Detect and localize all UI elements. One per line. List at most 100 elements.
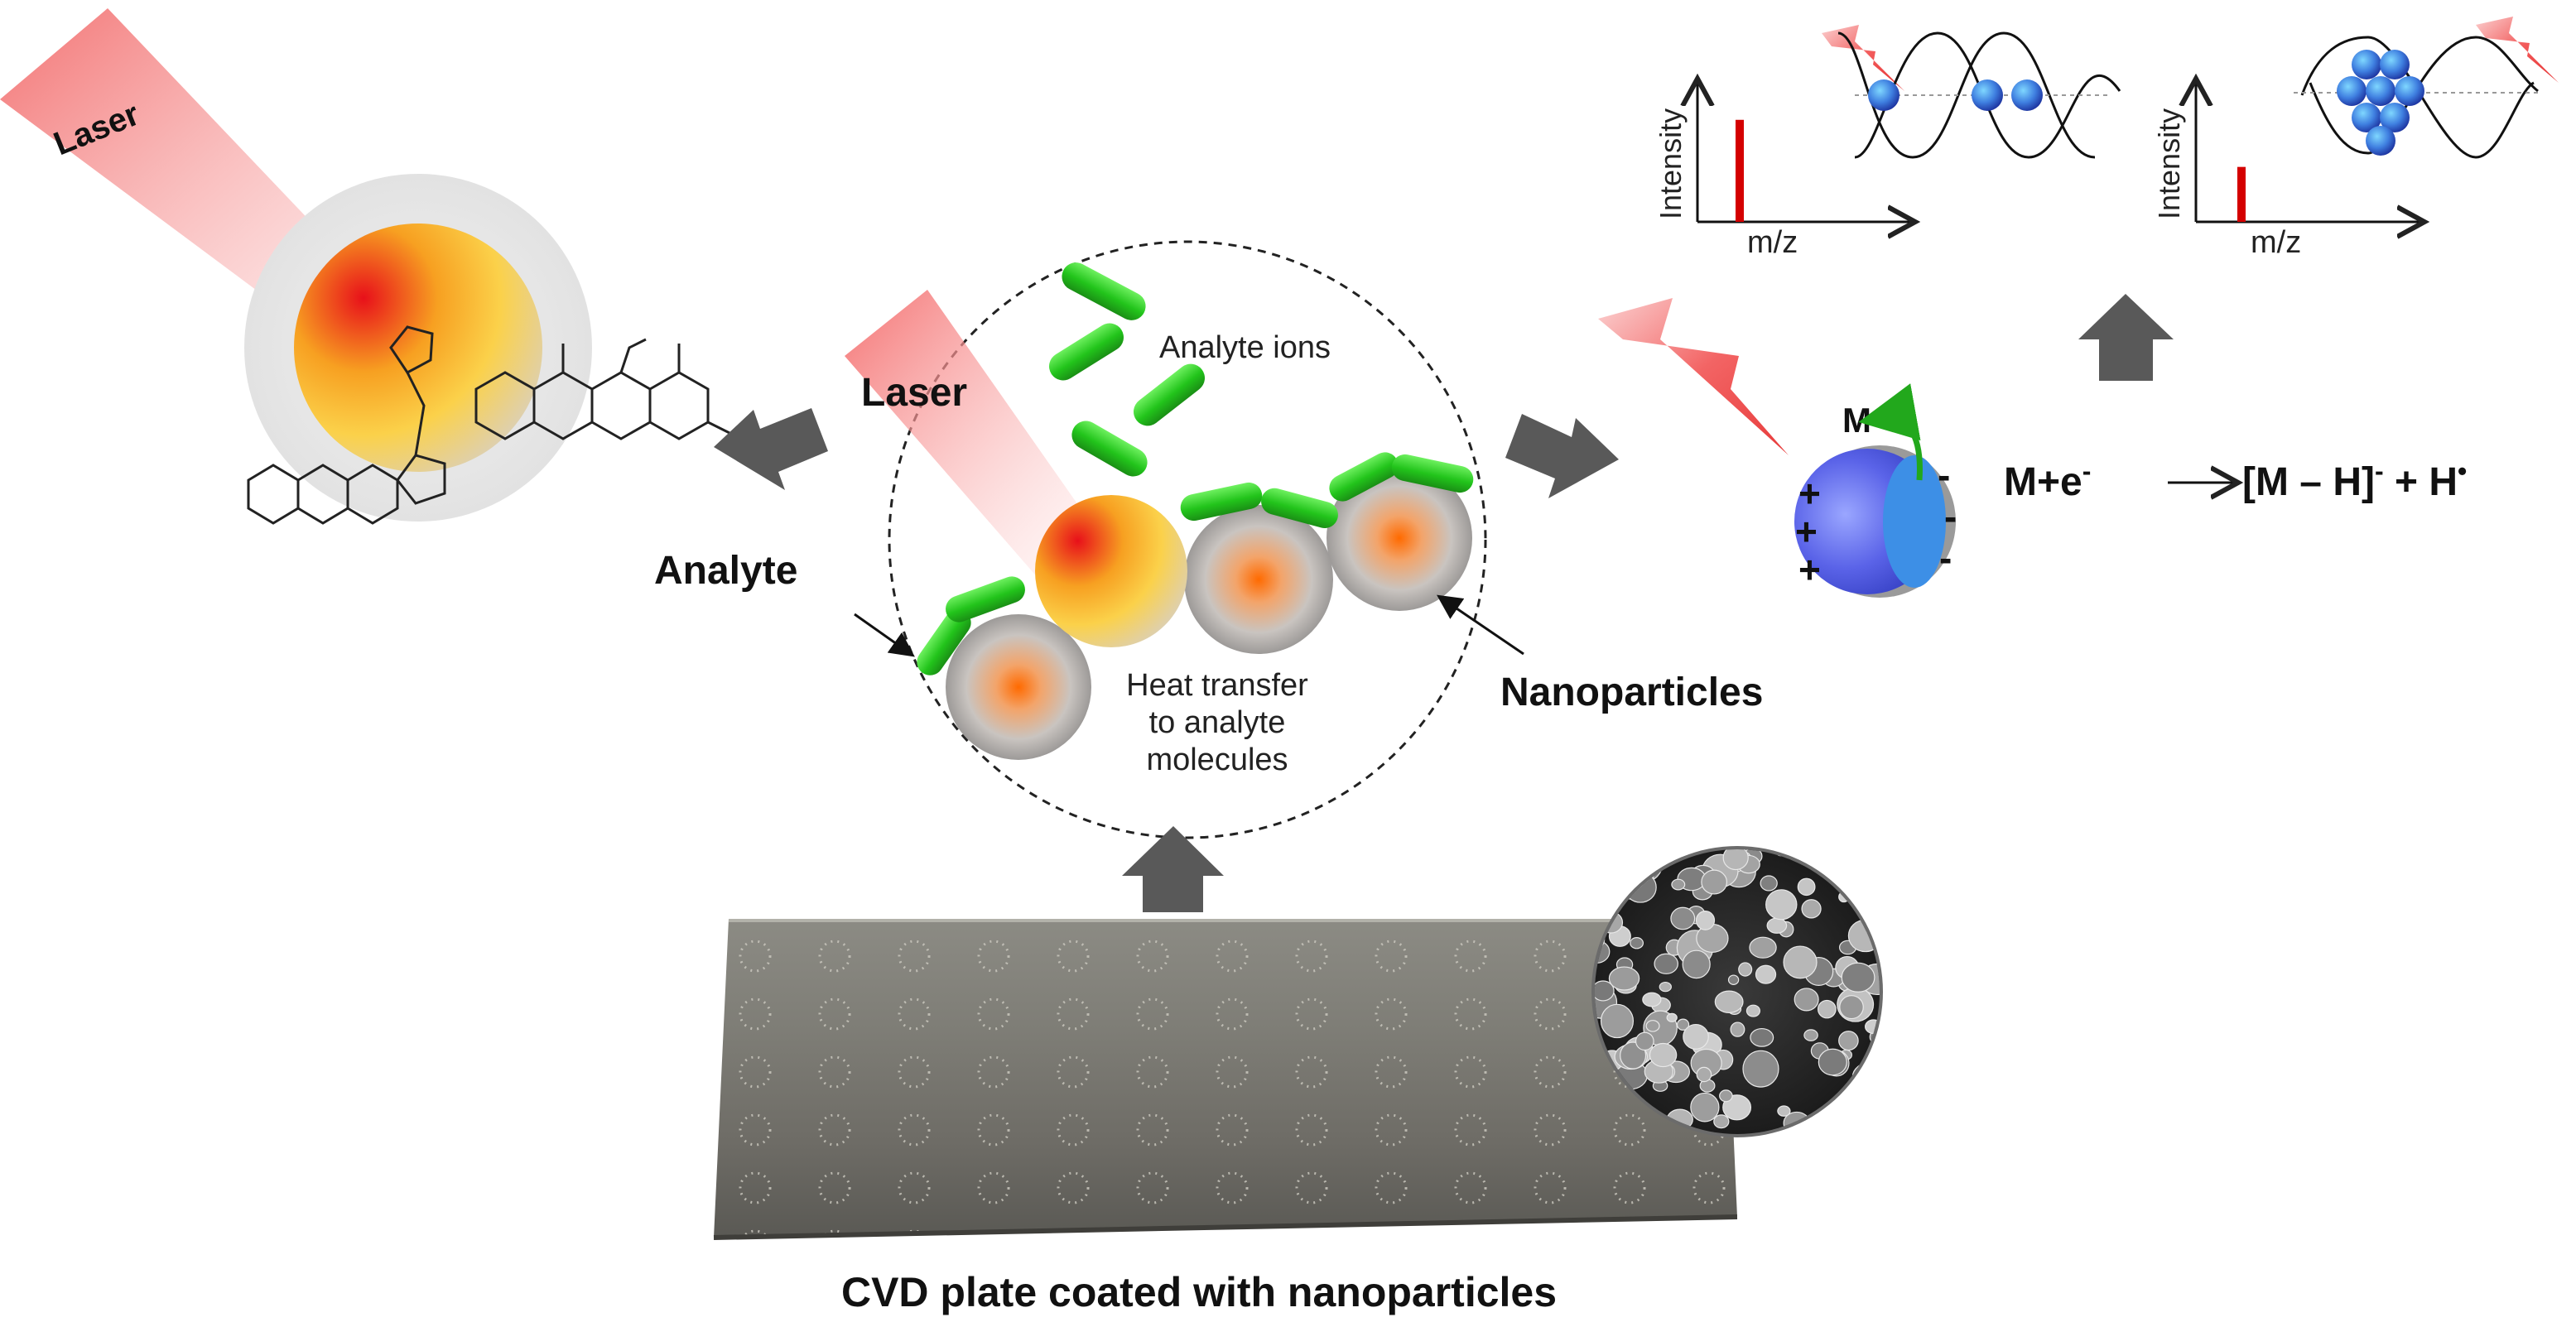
spectrum-1: Intensity m/z <box>1654 81 1913 260</box>
ionization-equation: M+e- [M – H]- + H• <box>2004 456 2467 504</box>
sem-grain <box>1851 1062 1880 1092</box>
heat-transfer-line3: molecules <box>1146 743 1288 777</box>
sem-grain <box>1628 849 1656 861</box>
sem-grain <box>1738 962 1753 977</box>
sem-grain <box>1866 849 1880 858</box>
lightning-bolt-small <box>2476 17 2559 83</box>
plus-charge: + <box>1798 548 1821 591</box>
sem-grain <box>1630 936 1644 949</box>
arrow-up-to-spectrum <box>2078 294 2174 381</box>
m-release-arrow <box>1858 383 1923 481</box>
heated-nanoparticle-center <box>1035 495 1187 647</box>
heat-transfer-line1: Heat transfer <box>1126 668 1308 703</box>
sem-grain <box>1682 949 1711 979</box>
minus-charge: - <box>1944 495 1957 538</box>
sem-grain <box>1714 990 1744 1013</box>
wave-particles-1 <box>1837 31 2121 159</box>
lightning-bolt-small <box>1822 25 1904 91</box>
sem-grain <box>1719 1089 1733 1103</box>
sem-grain <box>1749 936 1777 959</box>
equation-rhs-dot: • <box>2458 456 2467 486</box>
sem-grain <box>1671 878 1686 891</box>
sem-grain <box>1722 1094 1752 1121</box>
m-label: M <box>1842 401 1871 440</box>
sem-grain <box>1626 849 1664 882</box>
sem-grain <box>1595 877 1609 896</box>
sem-grain <box>1730 1022 1745 1037</box>
sem-grain <box>1701 869 1728 895</box>
sem-grain <box>1696 1066 1712 1083</box>
sem-grain <box>1683 1023 1709 1050</box>
peak-bar <box>1736 119 1744 222</box>
sem-grain <box>1803 1029 1818 1041</box>
sem-grain <box>1690 1092 1720 1122</box>
sem-grain <box>1642 992 1662 1007</box>
sem-grain <box>1766 917 1788 934</box>
sem-grain <box>1742 1050 1779 1088</box>
sem-grain <box>1609 852 1632 874</box>
sem-grain <box>1595 980 1615 1002</box>
sem-grain <box>1670 906 1696 930</box>
nanoparticle <box>1184 505 1333 654</box>
svg-text:M+e-: M+e- <box>2004 456 2091 504</box>
left-panel: Laser <box>0 8 734 525</box>
sem-grain <box>1610 862 1627 876</box>
nanoparticles-label: Nanoparticles <box>1500 671 1763 714</box>
equation-lhs: M+e <box>2004 460 2082 504</box>
heat-transfer-line2: to analyte <box>1149 705 1286 740</box>
equation-rhs-plus: + H <box>2384 460 2458 504</box>
sem-grain <box>1755 964 1777 984</box>
sem-grain <box>1817 999 1837 1019</box>
sem-grain <box>1722 849 1749 871</box>
sem-grain <box>1615 882 1628 893</box>
sem-grain <box>1649 1042 1678 1068</box>
center-panel: Laser Analyte ions Heat transfer to anal… <box>845 240 1487 839</box>
sem-grain <box>1713 1114 1730 1129</box>
cvd-plate <box>713 919 1738 1240</box>
analyte-molecules <box>917 262 1474 675</box>
sem-grain <box>1838 1031 1859 1051</box>
sem-grain <box>1794 988 1819 1012</box>
sem-grain <box>1853 867 1874 883</box>
sem-grain <box>1659 981 1672 993</box>
laser-beam-center <box>845 290 1101 579</box>
sem-grain <box>1745 1004 1760 1017</box>
sem-grain <box>1801 899 1822 919</box>
analyte-pointer <box>854 613 915 657</box>
analyte-label: Analyte <box>654 549 797 593</box>
spectrum-2: Intensity m/z <box>2152 81 2422 260</box>
equation-rhs-sup: - <box>2375 456 2384 486</box>
sem-grain <box>1727 974 1740 986</box>
sem-grain <box>1797 877 1816 897</box>
sem-grain <box>1818 1048 1847 1076</box>
minus-charge: - <box>1938 454 1950 497</box>
sem-grain <box>1783 945 1818 979</box>
sem-grain <box>1868 918 1880 931</box>
wave-particles-2 <box>2294 36 2542 159</box>
plus-charge: + <box>1795 510 1818 553</box>
sem-grain <box>1666 1012 1678 1022</box>
nanoparticles-pointer <box>1437 594 1524 656</box>
svg-text:[M – H]- + H•: [M – H]- + H• <box>2242 456 2467 504</box>
lightning-bolt <box>1598 298 1789 455</box>
sem-grain <box>1853 1096 1880 1130</box>
plate-caption: CVD plate coated with nanoparticles <box>841 1269 1557 1315</box>
sem-grain <box>1750 1027 1774 1047</box>
nanoparticle <box>946 614 1091 760</box>
sem-grain <box>1839 995 1864 1020</box>
molecule-structure <box>247 325 734 525</box>
laser-label-center: Laser <box>861 371 967 415</box>
sem-inset <box>1591 846 1883 1137</box>
heated-nanoparticle <box>294 224 542 472</box>
sem-grain <box>1609 878 1630 901</box>
arrow-to-right <box>1505 414 1619 498</box>
analyte-ions-label: Analyte ions <box>1159 330 1331 365</box>
equation-rhs-bracket: [M – H] <box>2242 460 2375 504</box>
arrow-up-from-plate <box>1122 826 1224 912</box>
sem-grain <box>1695 911 1716 930</box>
sem-grain <box>1635 1031 1654 1051</box>
plus-charge: + <box>1798 472 1821 515</box>
sem-grain <box>1645 1020 1660 1032</box>
spectrum-ylabel: Intensity <box>1654 108 1688 219</box>
